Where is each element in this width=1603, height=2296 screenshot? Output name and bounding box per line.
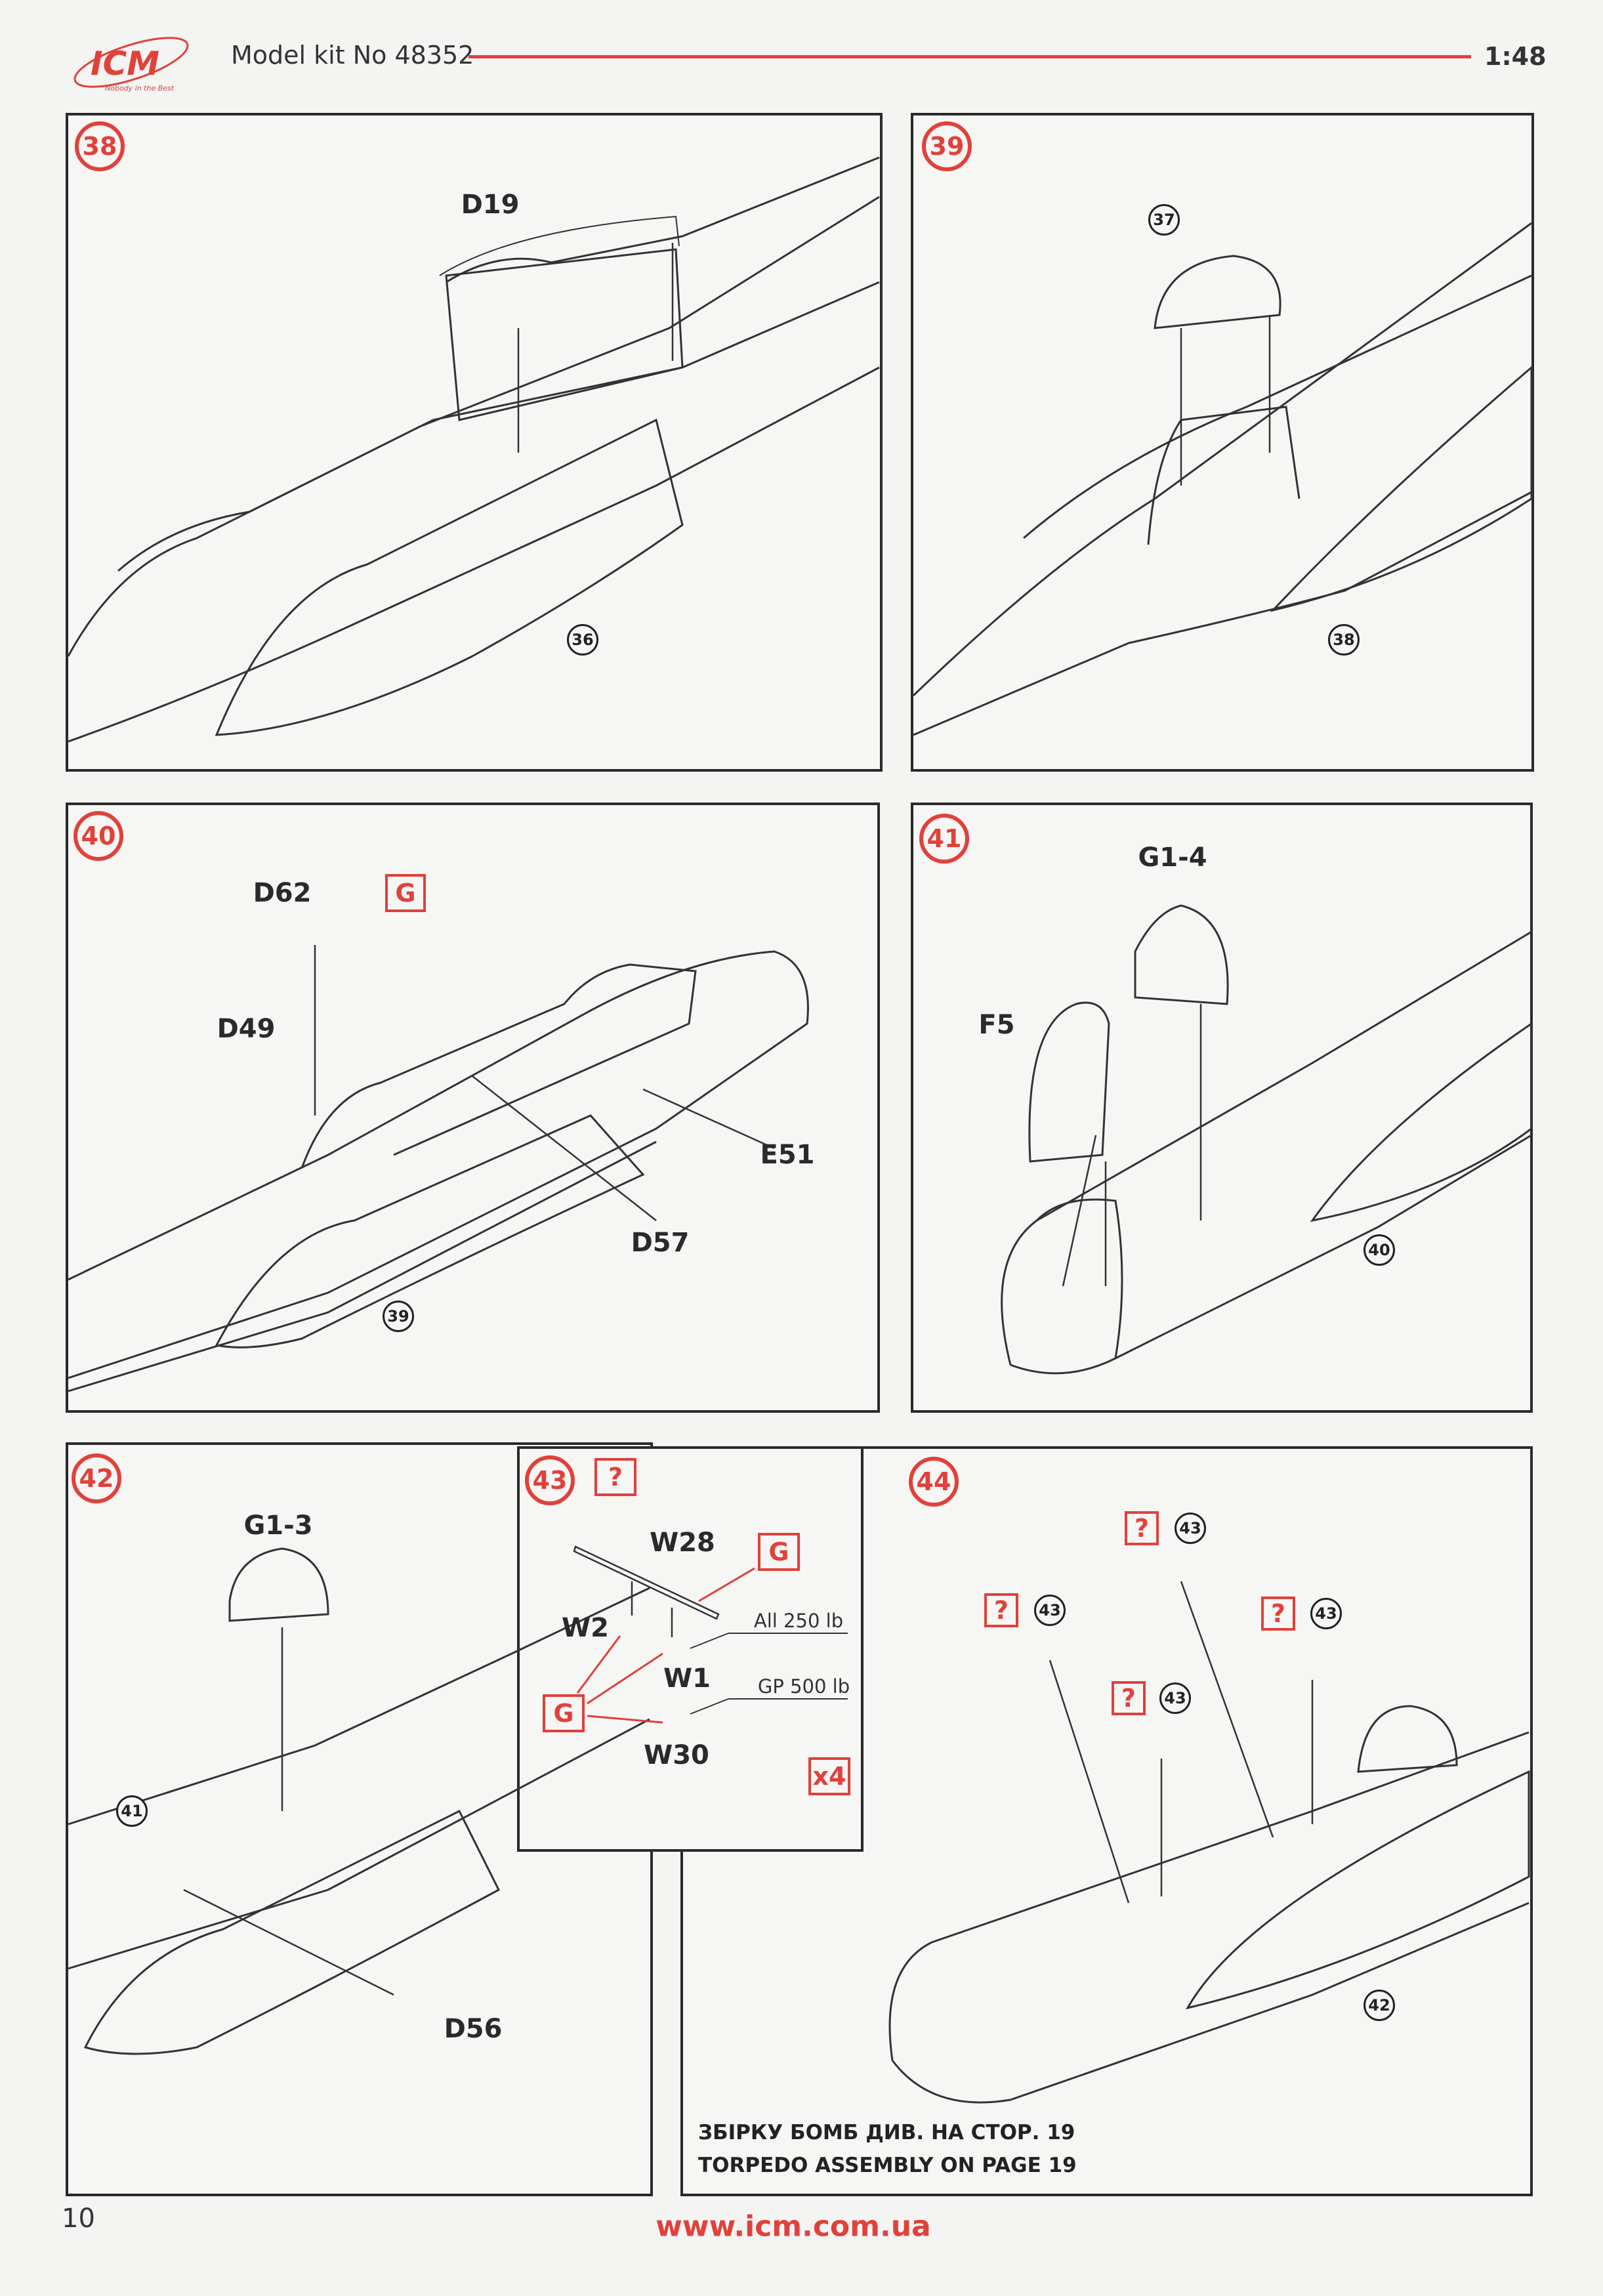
step-ref-42: 42: [1364, 1990, 1395, 2021]
part-label-d57: D57: [631, 1228, 690, 1258]
step-number-44: 44: [909, 1457, 959, 1507]
glue-marker: G: [543, 1694, 585, 1732]
part-label-f5: F5: [978, 1010, 1015, 1040]
step-number-42: 42: [72, 1453, 121, 1503]
option-marker: ?: [1261, 1597, 1295, 1631]
fuselage-drawing-42: [68, 1547, 650, 2055]
part-label-d19: D19: [461, 190, 520, 220]
step-ref-37: 37: [1148, 204, 1180, 236]
fuselage-drawing-44: [888, 1705, 1530, 2104]
step-ref-36: 36: [567, 624, 598, 656]
scale-label: 1:48: [1484, 42, 1547, 71]
step-ref-41: 41: [116, 1795, 148, 1827]
part-label-d49: D49: [217, 1014, 276, 1044]
fuselage-drawing-38: [67, 156, 880, 743]
step-ref-43: 43: [1034, 1595, 1066, 1626]
step-number-38: 38: [75, 121, 125, 171]
part-label-w2: W2: [562, 1613, 609, 1643]
step-ref-43: 43: [1175, 1513, 1206, 1544]
website-link[interactable]: www.icm.com.ua: [656, 2209, 931, 2244]
step-ref-39: 39: [383, 1301, 414, 1332]
option-marker: ?: [984, 1593, 1018, 1627]
logo-tagline: Nobody in the Best: [105, 84, 175, 93]
page-number: 10: [62, 2203, 95, 2234]
rack-arrows-44: [1049, 1581, 1314, 1904]
part-label-w30: W30: [644, 1740, 709, 1770]
part-label-w28: W28: [650, 1528, 715, 1558]
logo-text: ICM: [91, 45, 160, 83]
note-gp-500-lb: GP 500 lb: [757, 1675, 850, 1698]
step-ref-43: 43: [1159, 1682, 1191, 1714]
step-number-41: 41: [919, 814, 969, 864]
step-ref-43: 43: [1310, 1598, 1342, 1629]
placement-arrows-38: [517, 243, 674, 453]
quantity-marker: x4: [808, 1757, 850, 1795]
fuselage-drawing-40: [68, 950, 809, 1392]
part-label-e51: E51: [760, 1140, 815, 1170]
step-43-panel: [517, 1446, 864, 1852]
part-label-d56: D56: [444, 2014, 503, 2044]
glue-marker: G: [758, 1533, 800, 1571]
part-label-g1-4: G1-4: [1138, 843, 1207, 873]
glue-marker: G: [385, 874, 426, 912]
note-all-250-lb: All 250 lb: [753, 1610, 844, 1632]
step-number-40: 40: [73, 811, 123, 861]
logo-ellipse-icon: [73, 37, 189, 88]
option-marker: ?: [1125, 1511, 1159, 1545]
bomb-rack-drawing-43: [573, 1545, 720, 1637]
step-number-39: 39: [922, 121, 972, 171]
step-39-panel: [911, 113, 1534, 772]
part-label-w1: W1: [663, 1663, 711, 1694]
step-38-panel: [66, 113, 883, 772]
part-label-d62: D62: [253, 878, 312, 908]
step-40-panel: [66, 803, 880, 1413]
fuselage-drawing-39: [912, 222, 1533, 736]
header-rule: [468, 55, 1471, 58]
part-label-g1-3: G1-3: [243, 1511, 313, 1541]
torpedo-assembly-note: TORPEDO ASSEMBLY ON PAGE 19: [698, 2154, 1077, 2177]
bomb-assembly-note-ua: ЗБІРКУ БОМБ ДИВ. НА СТОР. 19: [698, 2121, 1075, 2144]
step-ref-40: 40: [1364, 1234, 1395, 1266]
fuselage-drawing-41: [1001, 904, 1533, 1375]
option-marker: ?: [594, 1458, 636, 1496]
step-ref-38: 38: [1328, 624, 1360, 656]
kit-number: Model kit No 48352: [231, 41, 474, 70]
icm-logo: ICM Nobody in the Best: [66, 33, 210, 98]
step-number-43: 43: [525, 1455, 575, 1505]
option-marker: ?: [1112, 1681, 1146, 1715]
